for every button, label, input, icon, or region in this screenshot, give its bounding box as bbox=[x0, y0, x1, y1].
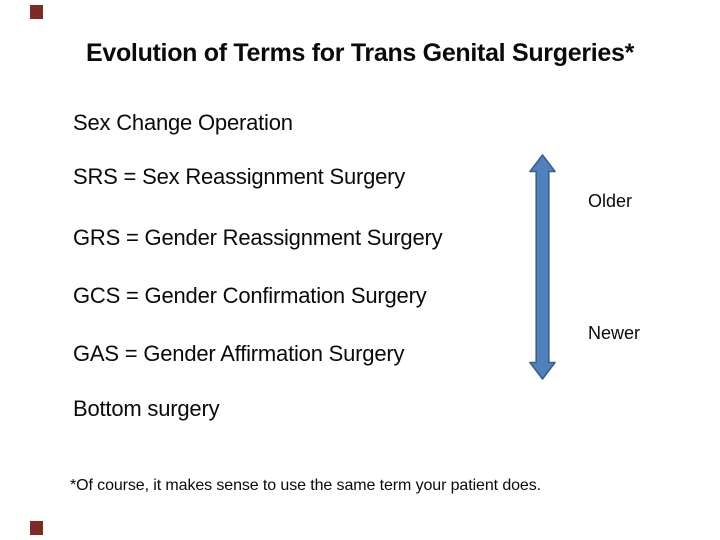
timeline-label-newer: Newer bbox=[588, 323, 641, 343]
double-arrow-shape bbox=[530, 155, 555, 379]
term-srs: SRS = Sex Reassignment Surgery bbox=[73, 164, 406, 189]
term-bottom-surgery: Bottom surgery bbox=[73, 396, 220, 421]
term-gas: GAS = Gender Affirmation Surgery bbox=[73, 341, 405, 366]
term-gcs: GCS = Gender Confirmation Surgery bbox=[73, 283, 427, 308]
term-sex-change-operation: Sex Change Operation bbox=[73, 110, 293, 135]
double-arrow-outline bbox=[529, 154, 556, 380]
timeline-label-older: Older bbox=[588, 191, 633, 211]
double-arrow-svg bbox=[529, 154, 556, 380]
slide-footnote: *Of course, it makes sense to use the sa… bbox=[70, 477, 541, 494]
timeline-double-arrow-icon bbox=[529, 154, 556, 380]
term-grs: GRS = Gender Reassignment Surgery bbox=[73, 225, 443, 250]
slide-title: Evolution of Terms for Trans Genital Sur… bbox=[85, 39, 635, 67]
slide-corner-mark-top bbox=[30, 5, 43, 19]
slide-corner-mark-bottom bbox=[30, 521, 43, 535]
